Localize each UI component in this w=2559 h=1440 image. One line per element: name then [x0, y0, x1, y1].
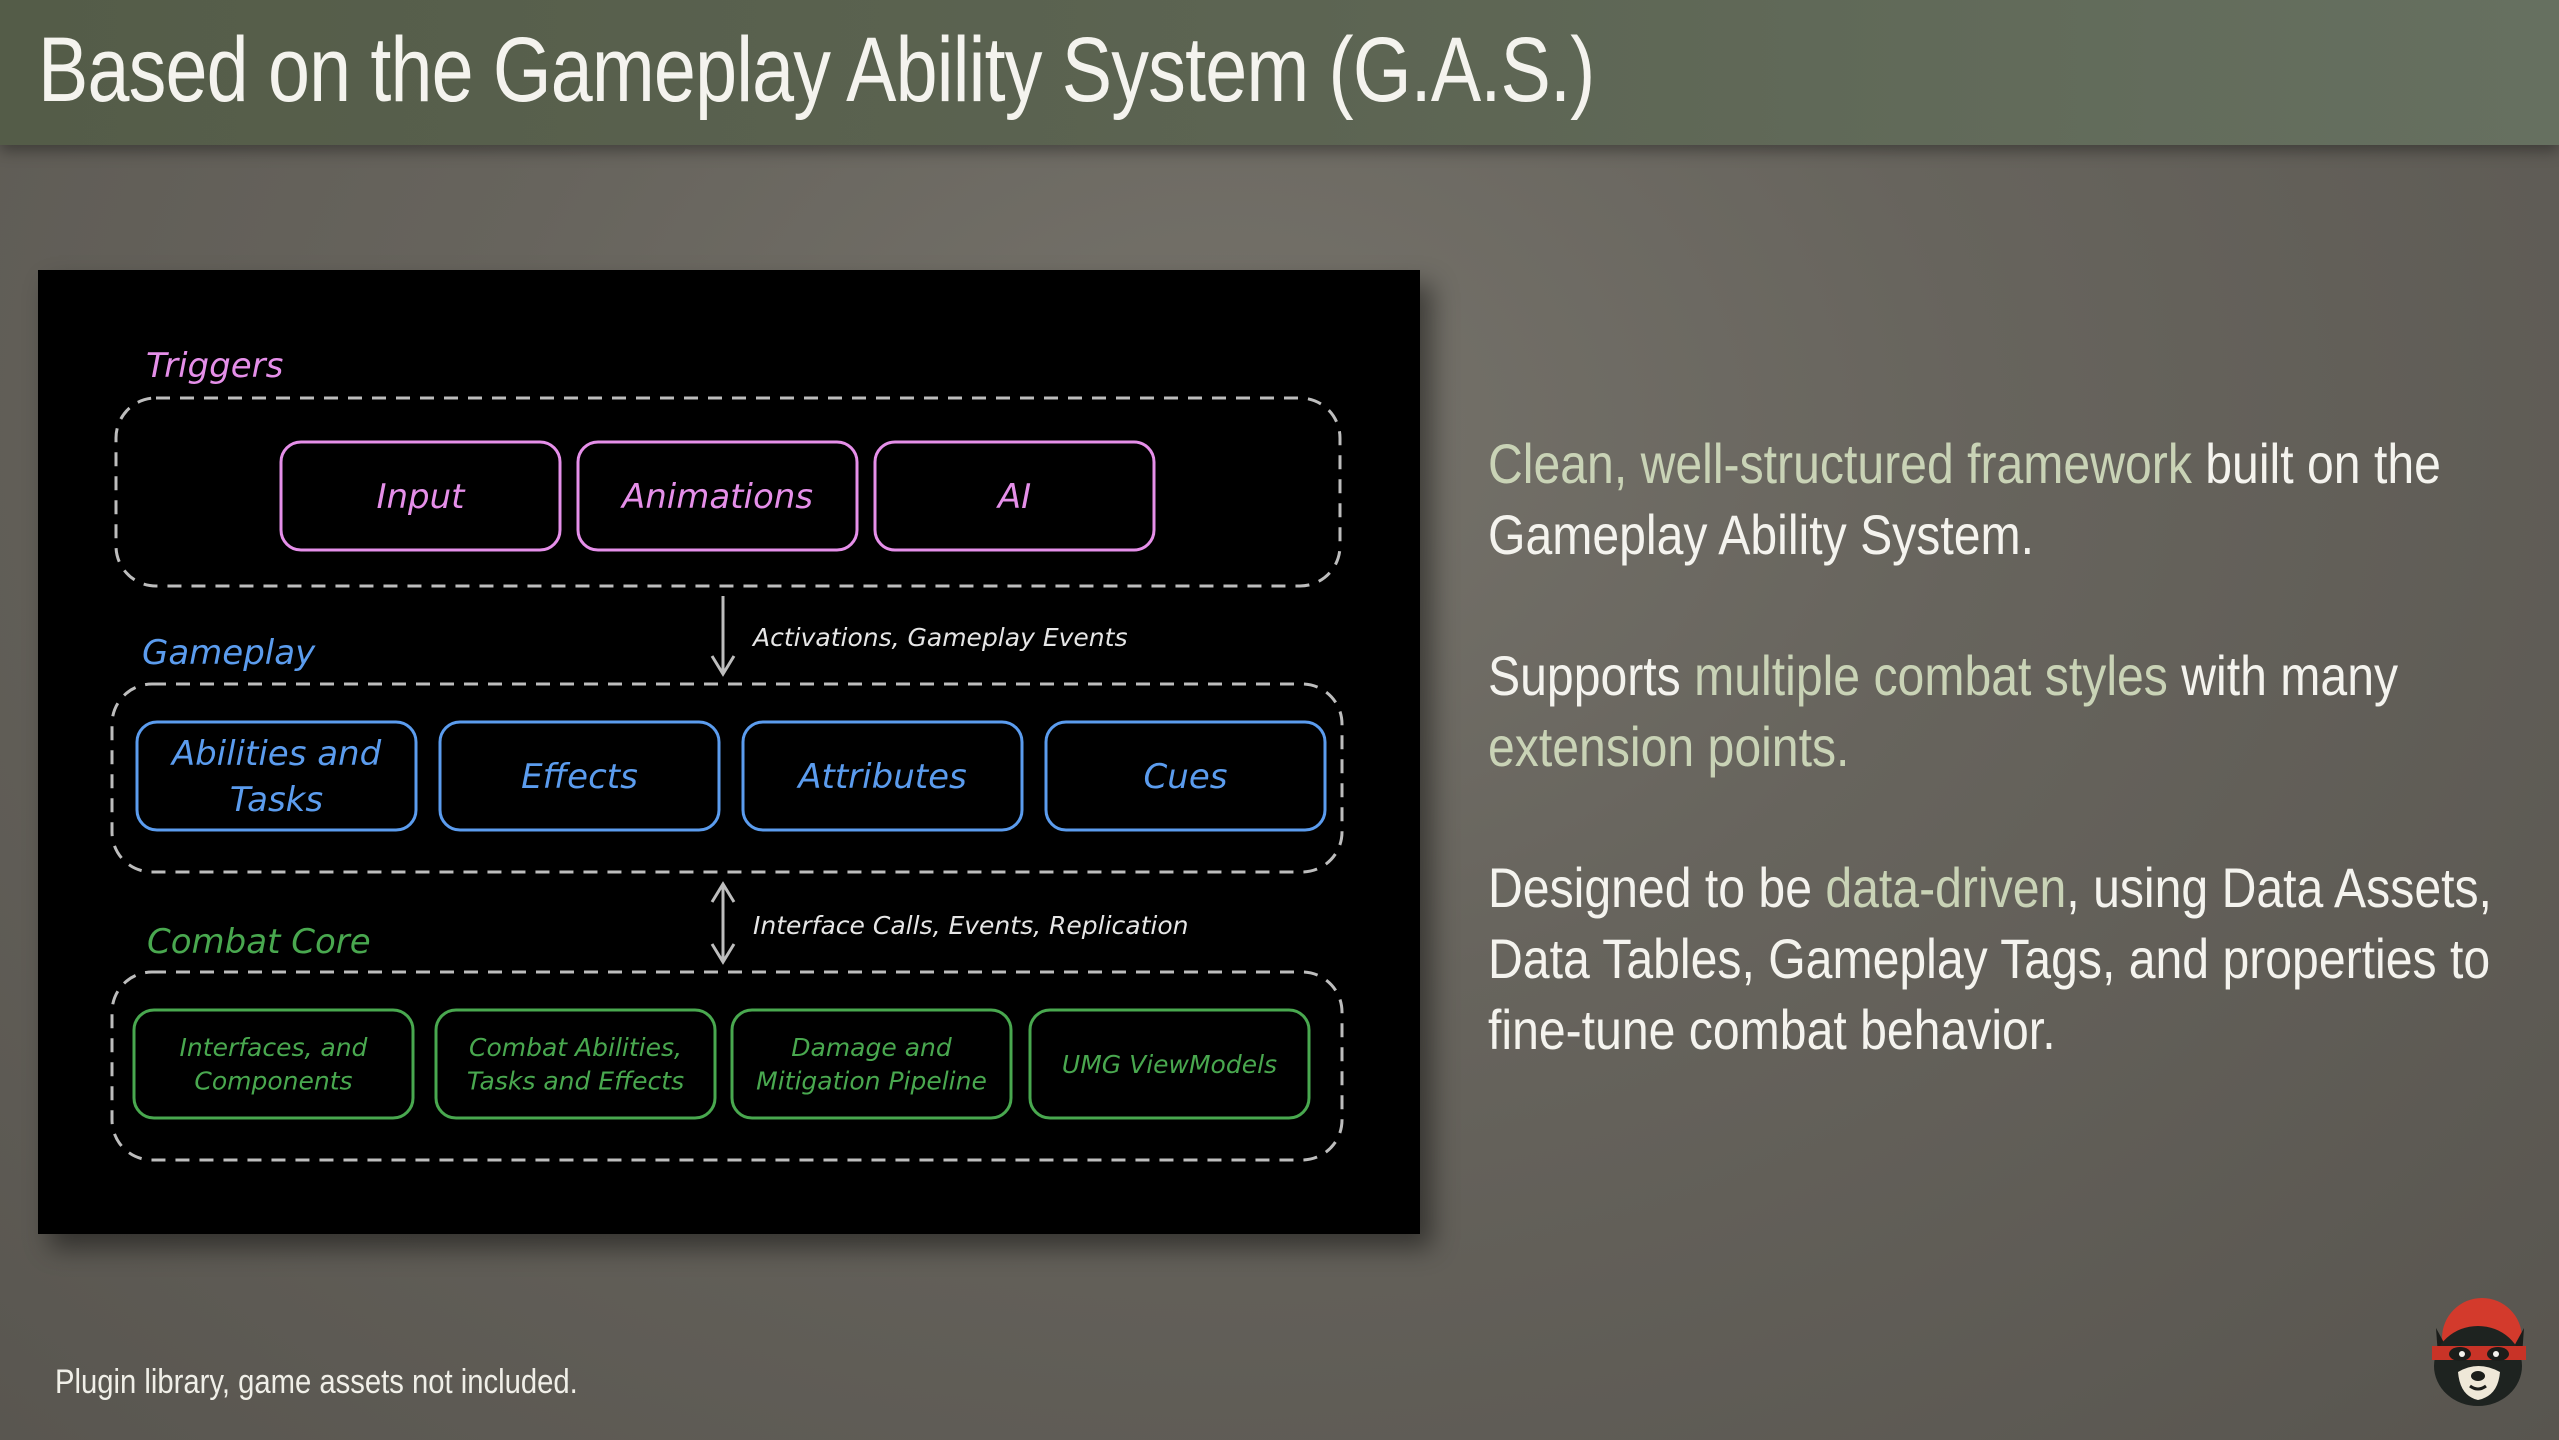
page-title: Based on the Gameplay Ability System (G.…: [38, 19, 1595, 121]
body-text: built on the Gameplay Ability System.: [1488, 432, 2441, 566]
animations-box-label: Animations: [620, 477, 813, 517]
footnote: Plugin library, game assets not included…: [55, 1363, 578, 1401]
combat-abilities-tasks-and-effects-box-label: Tasks and Effects: [467, 1067, 684, 1096]
triggers-group-label: Triggers: [146, 346, 283, 386]
body-text: Supports: [1488, 644, 1695, 707]
umg-viewmodels-box-label: UMG ViewModels: [1062, 1050, 1277, 1079]
damage-and-mitigation-pipeline-box-label: Damage and: [791, 1033, 952, 1062]
feature-points: Clean, well-structured framework built o…: [1488, 428, 2528, 1135]
feature-point-3: Designed to be data-driven, using Data A…: [1488, 852, 2529, 1065]
interfaces-and-components-box: [132, 1008, 415, 1120]
feature-point-2: Supports multiple combat styles with man…: [1488, 640, 2529, 782]
arrow-down-icon: [710, 655, 736, 677]
body-text: , using Data Assets, Data Tables, Gamepl…: [1488, 856, 2492, 1061]
interface-calls-events-replication-connector-label: Interface Calls, Events, Replication: [753, 911, 1188, 940]
umg-viewmodels-box: [1028, 1008, 1311, 1120]
attributes-box: [741, 720, 1024, 832]
arrow-down-icon: [710, 943, 736, 965]
combat-abilities-tasks-and-effects-box: [434, 1008, 717, 1120]
body-text: with many: [2167, 644, 2399, 707]
input-box-label: Input: [376, 477, 466, 517]
interfaces-and-components-box-label: Components: [194, 1067, 352, 1096]
ai-box: [873, 440, 1156, 552]
panda-mascot-icon: [2432, 1298, 2526, 1406]
input-box: [279, 440, 562, 552]
body-text: Designed to be: [1488, 856, 1826, 919]
damage-and-mitigation-pipeline-box: [730, 1008, 1013, 1120]
ai-box-label: AI: [996, 477, 1031, 517]
activations-gameplay-events-connector-label: Activations, Gameplay Events: [751, 623, 1127, 652]
gameplay-group-frame: [110, 682, 1344, 874]
interfaces-and-components-box-label: Interfaces, and: [180, 1033, 368, 1062]
arrow-up-icon: [710, 881, 736, 903]
attributes-box-label: Attributes: [796, 757, 966, 797]
gameplay-group-label: Gameplay: [142, 633, 316, 673]
combat-core-group-label: Combat Core: [147, 922, 371, 962]
highlight-text: multiple combat styles: [1694, 644, 2168, 707]
animations-box: [576, 440, 859, 552]
header-bar: Based on the Gameplay Ability System (G.…: [0, 0, 2559, 145]
combat-core-group-frame: [110, 970, 1344, 1162]
highlight-text: Clean, well-structured framework: [1488, 432, 2192, 495]
feature-point-1: Clean, well-structured framework built o…: [1488, 428, 2529, 570]
effects-box-label: Effects: [521, 757, 638, 797]
abilities-and-tasks-box-label: Tasks: [230, 780, 323, 820]
cues-box-label: Cues: [1144, 757, 1228, 797]
abilities-and-tasks-box-label: Abilities and: [170, 734, 382, 774]
highlight-text: data-driven: [1825, 856, 2067, 919]
abilities-and-tasks-box: [135, 720, 418, 832]
triggers-group-frame: [114, 396, 1342, 588]
damage-and-mitigation-pipeline-box-label: Mitigation Pipeline: [756, 1067, 987, 1096]
combat-abilities-tasks-and-effects-box-label: Combat Abilities,: [469, 1033, 682, 1062]
effects-box: [438, 720, 721, 832]
highlight-text: extension points.: [1488, 715, 1850, 778]
cues-box: [1044, 720, 1327, 832]
